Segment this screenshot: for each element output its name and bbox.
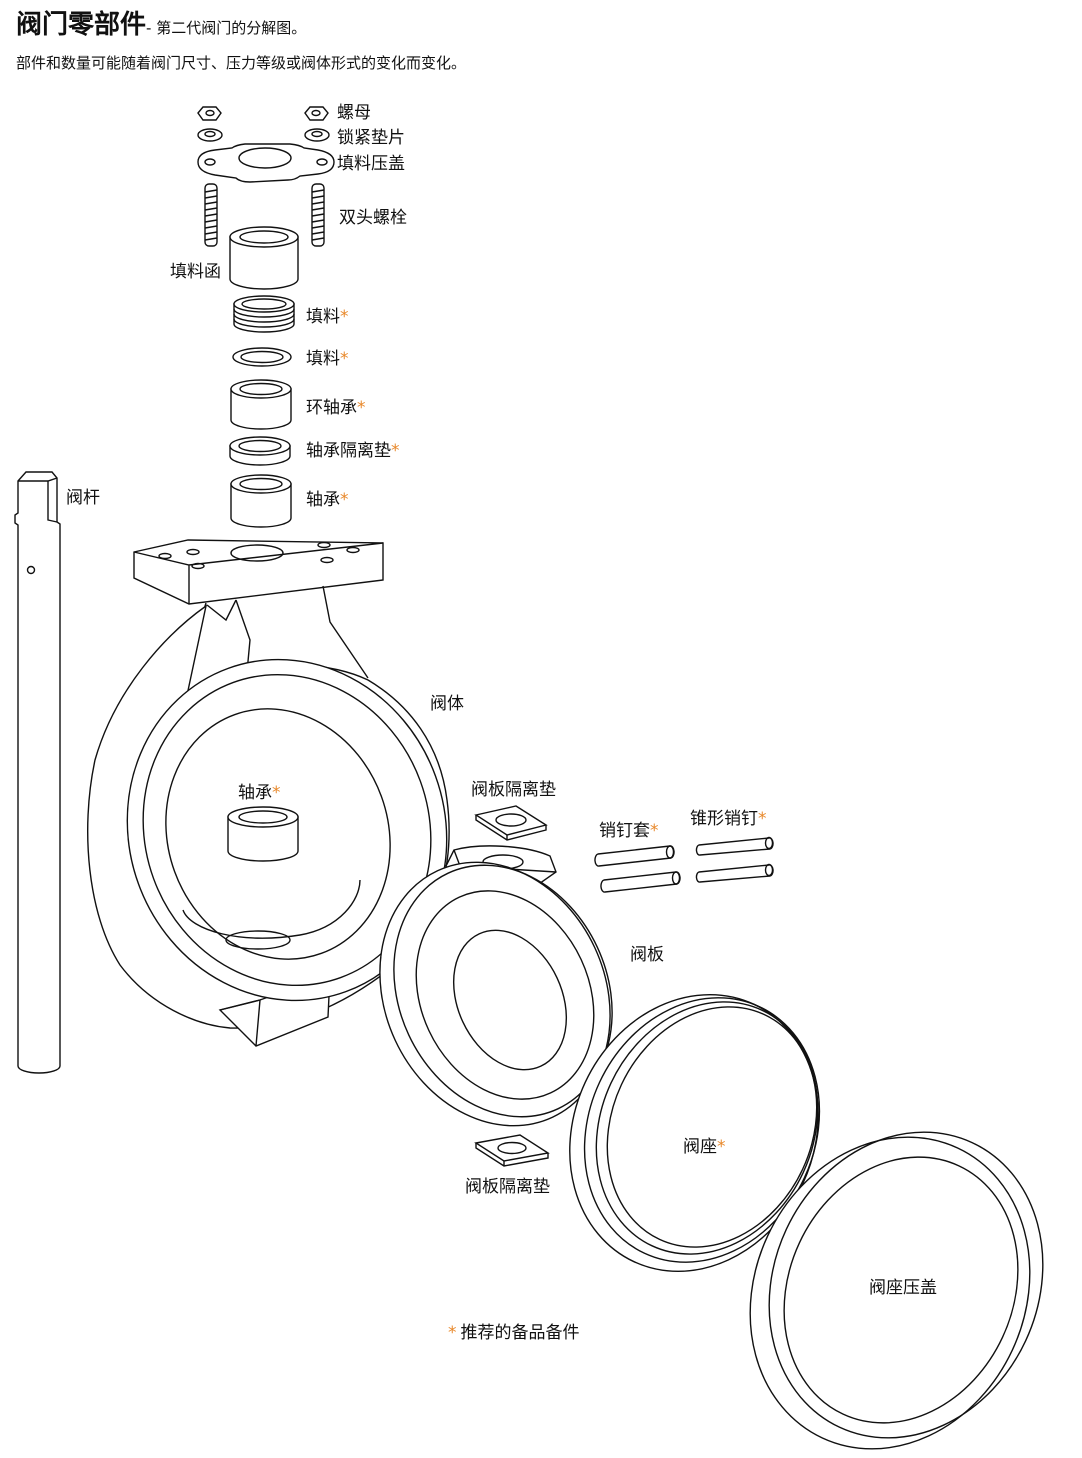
- packing-ring-part: [232, 347, 292, 367]
- label-gland: 填料压盖: [337, 154, 405, 174]
- pin-sleeve-lower-part: [600, 871, 681, 893]
- stud-right-part: [311, 183, 325, 247]
- nut-left-part: [197, 106, 222, 121]
- label-taper-pin: 锥形销钉*: [690, 809, 767, 829]
- legend-spare-parts: *推荐的备品备件: [448, 1323, 580, 1343]
- label-bearing-top: 轴承*: [306, 490, 349, 510]
- stuffing-box-part: [229, 226, 299, 290]
- page-note: 部件和数量可能随着阀门尺寸、压力等级或阀体形式的变化而变化。: [16, 54, 467, 72]
- label-packing-1: 填料*: [306, 307, 349, 327]
- label-bearing-spacer: 轴承隔离垫*: [306, 441, 400, 461]
- page-title: 阀门零部件: [16, 10, 147, 40]
- title-row: 阀门零部件- 第二代阀门的分解图。: [16, 4, 306, 41]
- disc-spacer-top-part: [474, 805, 548, 841]
- stud-left-part: [204, 183, 218, 247]
- seat-retainer-part: [749, 1131, 1044, 1450]
- label-stud: 双头螺栓: [339, 208, 407, 228]
- label-lock-washer: 锁紧垫片: [337, 128, 405, 148]
- page-subtitle: - 第二代阀门的分解图。: [146, 19, 307, 37]
- lock-washer-left-part: [197, 128, 223, 142]
- label-seat: 阀座*: [683, 1137, 726, 1157]
- label-stem: 阀杆: [66, 488, 100, 508]
- label-body: 阀体: [430, 694, 464, 714]
- label-packing-2: 填料*: [306, 349, 349, 369]
- taper-pin-upper-part: [695, 836, 774, 856]
- ring-bearing-part: [230, 379, 292, 430]
- label-pin-sleeve: 销钉套*: [599, 821, 659, 841]
- label-disc-spacer-bottom: 阀板隔离垫: [465, 1177, 550, 1197]
- taper-pin-lower-part: [695, 863, 774, 883]
- nut-right-part: [304, 106, 329, 121]
- gland-part: [197, 143, 335, 183]
- body-part: [87, 539, 450, 1047]
- lock-washer-right-part: [304, 128, 330, 142]
- stem-part: [14, 471, 61, 1074]
- pin-sleeve-upper-part: [594, 845, 675, 867]
- label-nut: 螺母: [337, 103, 371, 123]
- bearing-top-part: [230, 474, 292, 528]
- bearing-spacer-part: [229, 436, 291, 466]
- label-disc-spacer-top: 阀板隔离垫: [471, 780, 556, 800]
- label-stuffing-box: 填料函: [170, 262, 221, 282]
- label-seat-retainer: 阀座压盖: [869, 1278, 937, 1298]
- packing-stack-part: [233, 295, 295, 333]
- label-ring-bearing: 环轴承*: [306, 398, 366, 418]
- label-disc: 阀板: [630, 945, 664, 965]
- seat-part: [569, 993, 821, 1273]
- disc-part: [379, 845, 613, 1127]
- disc-spacer-bottom-part: [474, 1134, 550, 1167]
- label-bearing-inner: 轴承*: [238, 783, 281, 803]
